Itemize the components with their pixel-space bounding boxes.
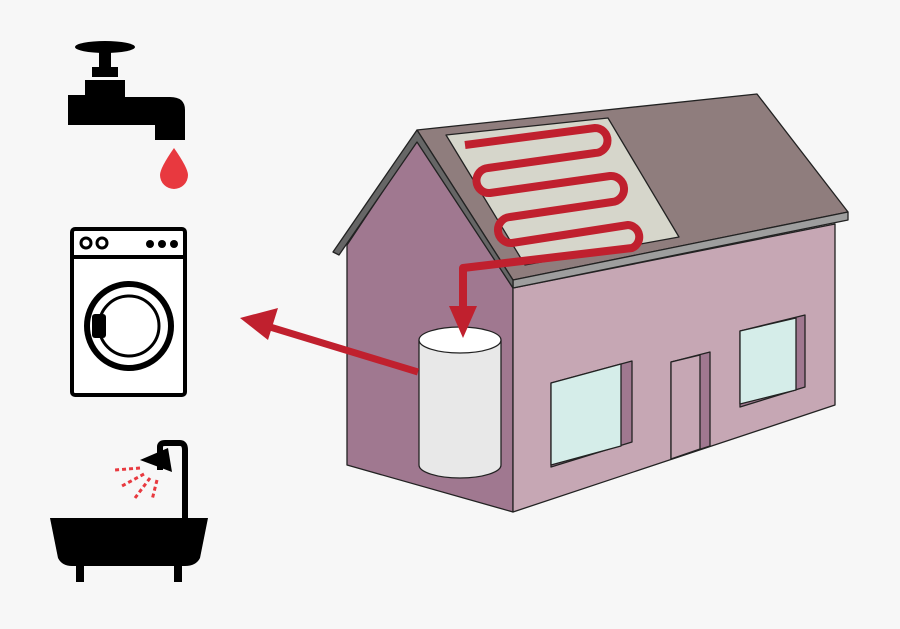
washing-machine-icon xyxy=(70,227,187,397)
tap-icon xyxy=(68,41,188,189)
door xyxy=(670,354,701,460)
bath-shower-icon xyxy=(50,440,208,582)
arrow-down-into-tank xyxy=(449,306,477,338)
solar-coil-pipe xyxy=(459,124,644,318)
arrow-to-appliances xyxy=(240,308,420,376)
window xyxy=(739,317,797,405)
house-illustration xyxy=(332,93,849,513)
window xyxy=(550,363,622,466)
water-tank xyxy=(418,326,502,479)
